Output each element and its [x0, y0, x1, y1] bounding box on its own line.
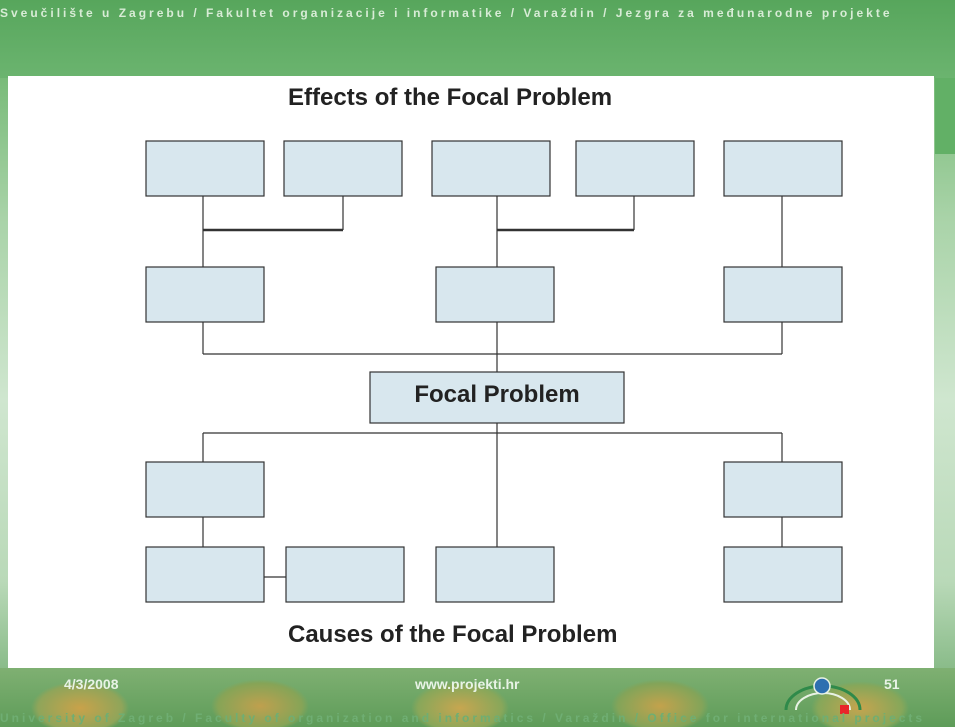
cause-box	[435, 546, 555, 603]
slide-number: 51	[884, 676, 900, 692]
cause-box	[723, 546, 843, 603]
effect-box	[435, 266, 555, 323]
effect-box	[431, 140, 551, 197]
cause-box	[145, 461, 265, 518]
effect-box	[723, 266, 843, 323]
effect-box	[575, 140, 695, 197]
effect-box	[283, 140, 403, 197]
footer-date: 4/3/2008	[64, 676, 119, 692]
effect-box	[723, 140, 843, 197]
cause-box	[145, 546, 265, 603]
causes-title: Causes of the Focal Problem	[288, 621, 618, 648]
effect-box	[145, 140, 265, 197]
cause-box	[723, 461, 843, 518]
bottom-banner: University of Zagreb / Faculty of organi…	[0, 711, 926, 725]
cause-box	[285, 546, 405, 603]
focal-problem-box	[369, 371, 625, 424]
effect-box	[145, 266, 265, 323]
footer-website: www.projekti.hr	[415, 676, 520, 692]
right-decor-strip	[935, 78, 955, 154]
footer-band	[0, 668, 955, 727]
top-banner: Sveučilište u Zagrebu / Fakultet organiz…	[0, 6, 893, 20]
effects-title: Effects of the Focal Problem	[288, 84, 613, 111]
organization-logo	[784, 677, 862, 714]
focal-problem-label: Focal Problem	[414, 381, 580, 408]
header-band	[0, 0, 955, 78]
